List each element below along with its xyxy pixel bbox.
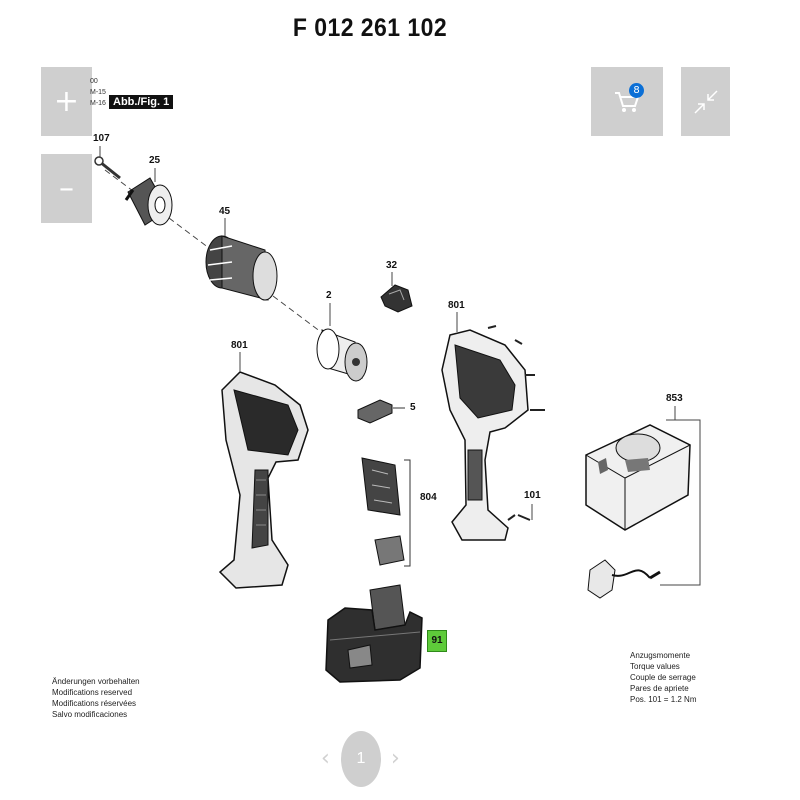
next-page-button[interactable]: ›	[391, 746, 400, 771]
part-32	[380, 284, 413, 313]
figure-side-text: 00 M-15 M-16	[90, 78, 106, 107]
page-title: F 012 261 102	[292, 14, 448, 42]
zoom-in-button[interactable]: +	[41, 67, 92, 136]
part-housing-left-801	[218, 371, 309, 589]
pagination: ‹ 1 ›	[321, 731, 403, 787]
figure-tag: Abb./Fig. 1	[109, 95, 174, 109]
label-45: 45	[219, 206, 231, 217]
label-801-right: 801	[448, 300, 465, 311]
part-screw-107	[94, 156, 121, 180]
cart-button[interactable]: 8	[591, 67, 663, 136]
label-25: 25	[149, 155, 161, 166]
label-91-highlighted[interactable]: 91	[427, 630, 447, 652]
leader-lines	[99, 146, 676, 520]
minus-icon: –	[59, 171, 74, 206]
part-motor-2	[316, 328, 368, 382]
part-5	[357, 399, 405, 424]
plus-icon: +	[53, 84, 80, 119]
part-housing-right-801	[441, 325, 545, 541]
label-853: 853	[666, 393, 683, 404]
part-gearbox-45	[205, 235, 278, 301]
part-chuck-25	[124, 177, 173, 226]
label-101: 101	[524, 490, 541, 501]
modification-notes: Änderungen vorbehalten Modifications res…	[52, 677, 140, 719]
label-804: 804	[420, 492, 437, 503]
collapse-button[interactable]	[681, 67, 730, 136]
label-32: 32	[386, 260, 398, 271]
zoom-out-button[interactable]: –	[41, 154, 92, 223]
torque-notes: Anzugsmomente Torque values Couple de se…	[630, 651, 697, 704]
prev-page-button[interactable]: ‹	[321, 746, 330, 771]
label-107: 107	[93, 133, 110, 144]
label-2: 2	[326, 290, 332, 301]
part-charger-853	[585, 419, 701, 599]
collapse-arrows-icon	[693, 89, 718, 114]
label-801-left: 801	[231, 340, 248, 351]
cart-count-badge: 8	[629, 83, 644, 98]
part-battery-91	[325, 584, 423, 683]
page-number-button[interactable]: 1	[341, 731, 381, 787]
label-5: 5	[410, 402, 416, 413]
part-switch-804	[361, 457, 411, 567]
